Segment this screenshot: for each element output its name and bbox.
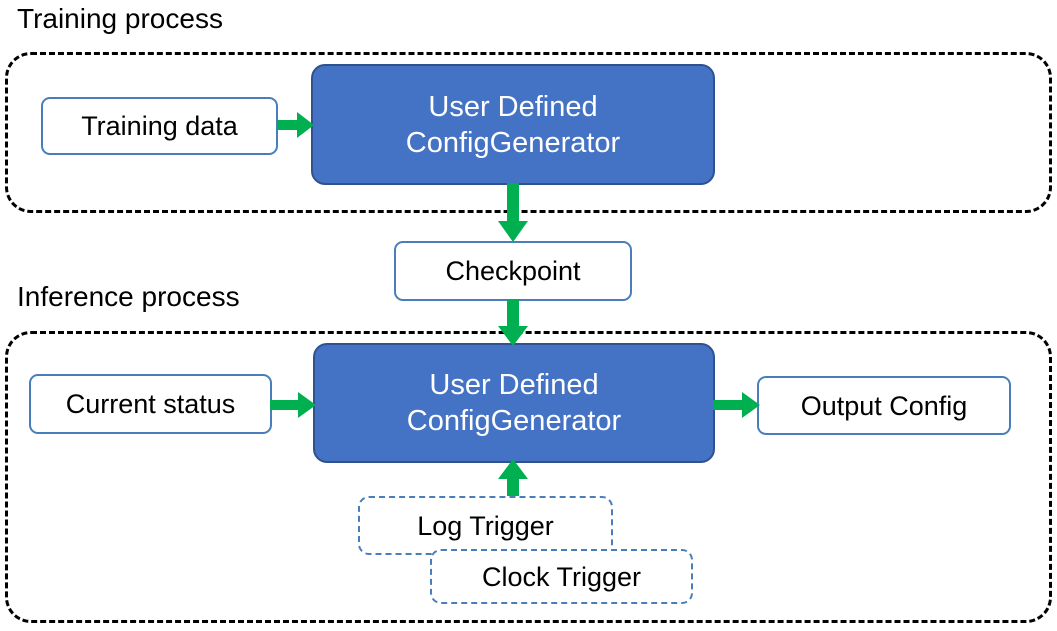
- inference-process-title: Inference process: [17, 281, 240, 312]
- node-user-defined-config-generator-inference[interactable]: User Defined ConfigGenerator: [313, 343, 715, 463]
- generator-label-line-1: User Defined: [428, 90, 598, 123]
- generator-label-line-2: ConfigGenerator: [405, 126, 621, 159]
- node-clock-trigger[interactable]: Clock Trigger: [430, 549, 693, 604]
- arrow-triggers-to-generator-icon: [497, 459, 529, 505]
- arrow-generator-to-output-config-icon: [713, 388, 761, 422]
- generator-label-line-1: User Defined: [429, 369, 599, 401]
- inference-process-container: [5, 331, 1052, 623]
- node-checkpoint[interactable]: Checkpoint: [394, 241, 632, 301]
- training-process-container: [5, 52, 1052, 213]
- node-current-status[interactable]: Current status: [29, 374, 272, 434]
- arrow-training-data-to-generator-icon: [277, 108, 315, 142]
- arrow-generator-to-checkpoint-icon: [497, 183, 529, 243]
- training-process-title: Training process: [17, 3, 223, 34]
- arrow-current-status-to-generator-icon: [270, 388, 317, 422]
- node-log-trigger[interactable]: Log Trigger: [358, 496, 613, 555]
- node-training-data[interactable]: Training data: [41, 97, 278, 155]
- node-user-defined-config-generator-training[interactable]: User Defined ConfigGenerator: [311, 64, 715, 185]
- generator-label-line-2: ConfigGenerator: [406, 405, 622, 437]
- node-output-config[interactable]: Output Config: [757, 376, 1011, 435]
- arrow-checkpoint-to-generator-icon: [497, 299, 529, 347]
